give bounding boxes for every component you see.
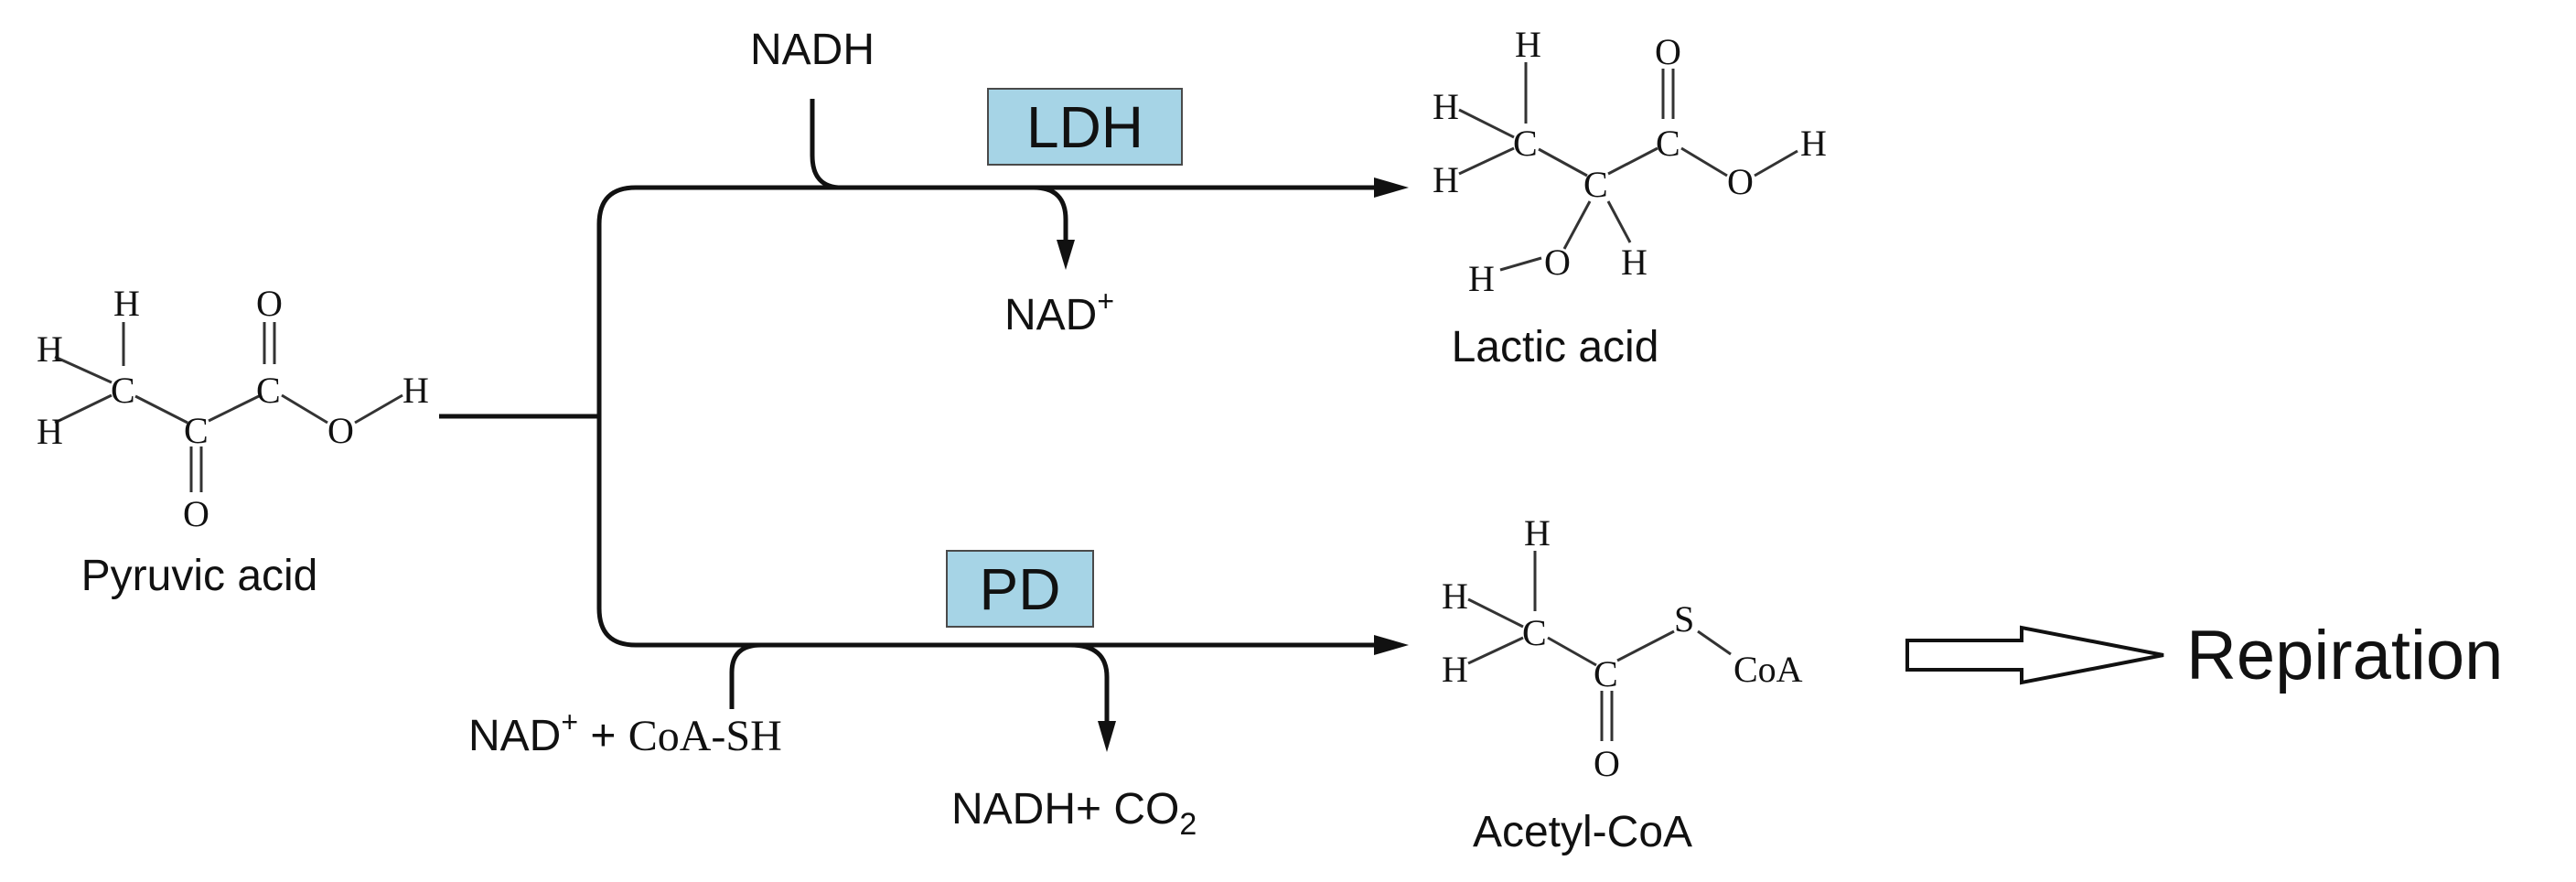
coa-plus: +: [578, 712, 628, 760]
nadh-input-label: NADH: [750, 26, 875, 74]
respiration-arrow: [1905, 625, 2164, 685]
ac-atom-h: H: [1442, 575, 1468, 617]
pd-enzyme-box: PD: [946, 550, 1094, 628]
pyr-bond-o-h: [354, 393, 403, 425]
ac-atom-c: C: [1594, 653, 1618, 694]
lac-bond-o-h2: [1754, 149, 1798, 177]
lac-bond-c2-h: [1606, 200, 1632, 243]
nad-output-label: NAD+: [1004, 285, 1114, 339]
pd-label: PD: [980, 556, 1061, 622]
pyr-bond-c3-o: [281, 393, 328, 425]
acetyl-coa-atoms: H H H C C S CoA O: [1442, 512, 1803, 784]
pathway-lines: [439, 99, 1409, 752]
nadh-co2-output-arrow-head: [1098, 721, 1116, 752]
coa-nad-sup: +: [561, 705, 578, 738]
pd-main-arrow-head: [1374, 635, 1409, 655]
ac-atom-coa: CoA: [1733, 649, 1803, 690]
lactic-acid-structure: H H H C C C O O H H O H Lactic acid: [1433, 24, 1827, 371]
lac-bond-o-h: [1499, 256, 1542, 272]
pyr-bond-h-left1: [54, 355, 113, 384]
ldh-box-background: [987, 88, 1183, 166]
ldh-label: LDH: [1026, 94, 1143, 160]
lactic-acid-name: Lactic acid: [1452, 323, 1659, 371]
pyr-atom-h: H: [37, 328, 63, 370]
nadh-input-curve: [810, 99, 843, 190]
ac-bond-h-left1: [1467, 597, 1524, 629]
coa-sh: CoA-SH: [628, 712, 782, 760]
pyr-atom-o: O: [256, 283, 283, 324]
nad-output-curve: [1033, 185, 1068, 242]
lac-atom-o: O: [1655, 31, 1681, 72]
pyruvic-acid-name: Pyruvic acid: [81, 552, 318, 600]
pyr-atom-h: H: [37, 411, 63, 452]
lactic-acid-atoms: H H H C C C O O H H O H: [1433, 24, 1827, 299]
acetyl-coa-structure: H H H C C S CoA O Acetyl-CoA: [1442, 512, 1803, 856]
lac-atom-c: C: [1656, 123, 1680, 164]
nad-output-arrow-head: [1057, 240, 1075, 270]
ac-atom-h: H: [1524, 512, 1551, 554]
ac-bond-c1-c2: [1547, 636, 1597, 667]
lac-bond-h-left1: [1458, 108, 1515, 139]
lac-bond-c2-c3: [1607, 146, 1658, 176]
ac-atom-h: H: [1442, 649, 1468, 690]
pd-box-background: [946, 550, 1094, 628]
co2-subscript: 2: [1179, 807, 1197, 842]
lactic-acid-bonds: [1458, 62, 1798, 272]
pyr-bond-c1-c2: [134, 394, 188, 425]
lac-atom-h: H: [1468, 258, 1495, 299]
nadh-co2-output-label: NADH+ CO2: [951, 785, 1197, 842]
lac-atom-c: C: [1583, 164, 1608, 205]
nadh-co2-output-curve: [1069, 642, 1110, 723]
lac-atom-o: O: [1544, 242, 1571, 283]
ldh-enzyme-box: LDH: [987, 88, 1183, 166]
pyr-atom-c: C: [111, 370, 135, 411]
lac-atom-h: H: [1621, 242, 1648, 283]
lac-atom-h: H: [1433, 86, 1459, 127]
lac-atom-h: H: [1800, 123, 1827, 164]
pyr-atom-c: C: [256, 370, 281, 411]
lac-atom-o: O: [1727, 161, 1754, 202]
coa-input-label: NAD+ + CoA-SH: [468, 705, 782, 760]
ac-bond-h-left2: [1467, 636, 1524, 665]
lac-bond-c2-o: [1562, 200, 1592, 250]
lac-atom-h: H: [1433, 159, 1459, 200]
pyr-atom-o: O: [327, 410, 354, 451]
pyr-bond-h-left2: [54, 393, 113, 425]
pyr-bond-c2-c3: [208, 393, 262, 423]
pyr-atom-h: H: [113, 283, 140, 324]
pyr-atom-h: H: [402, 370, 429, 411]
coa-nad-base: NAD: [468, 712, 561, 760]
lac-atom-c: C: [1513, 123, 1538, 164]
branch-vertical-line: [596, 185, 637, 648]
ac-bond-s-coa: [1697, 629, 1732, 656]
lac-bond-h-left2: [1458, 146, 1515, 176]
pyruvic-acid-atoms: H H H C C O C O O H: [37, 283, 429, 534]
pyr-atom-c: C: [184, 410, 209, 451]
coa-input-curve: [729, 642, 762, 709]
nad-output-base: NAD: [1004, 291, 1097, 339]
lac-bond-c3-o: [1680, 146, 1728, 177]
acetyl-coa-bonds: [1467, 551, 1732, 741]
respiration-label: Repiration: [2186, 617, 2503, 694]
pyruvic-acid-structure: H H H C C O C O O H Pyruvic acid: [37, 283, 429, 600]
lac-atom-h: H: [1515, 24, 1541, 65]
nad-output-sup: +: [1097, 285, 1114, 317]
pyr-atom-o: O: [183, 493, 209, 534]
hollow-arrow-icon: [1905, 625, 2164, 685]
ac-atom-c: C: [1522, 612, 1547, 653]
ac-atom-s: S: [1674, 598, 1694, 640]
nadh-co2-base: NADH+ CO: [951, 785, 1179, 834]
ac-bond-c2-s: [1616, 629, 1675, 662]
acetyl-coa-name: Acetyl-CoA: [1473, 808, 1692, 856]
ac-atom-o: O: [1594, 743, 1620, 784]
lac-bond-c1-c2: [1538, 147, 1588, 177]
pyruvic-acid-bonds: [54, 322, 403, 492]
ldh-main-arrow-head: [1374, 177, 1409, 198]
